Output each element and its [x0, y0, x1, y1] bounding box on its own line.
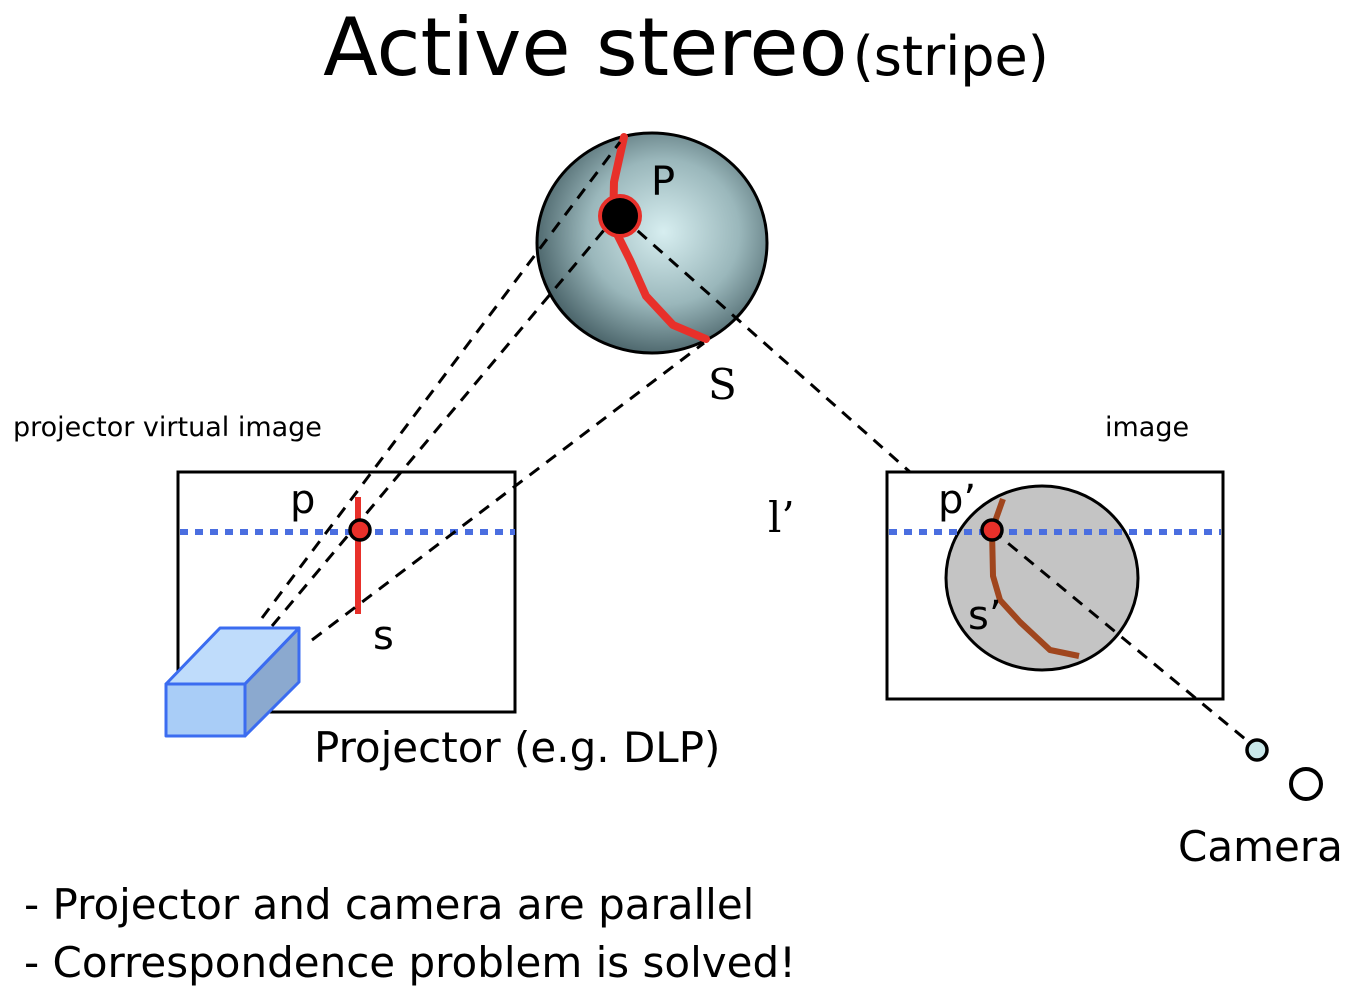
ray-camera-to-point — [621, 215, 911, 474]
title-main: Active stereo — [323, 1, 848, 94]
bullet-list: - Projector and camera are parallel - Co… — [24, 876, 796, 992]
projector-box — [164, 626, 301, 738]
label-camera: Camera — [1178, 822, 1343, 871]
ray-projector-bottom — [311, 341, 705, 642]
camera-lens — [1245, 738, 1269, 762]
bullet-item: - Correspondence problem is solved! — [24, 938, 796, 987]
bullet-item: - Projector and camera are parallel — [24, 880, 755, 929]
point-P-marker — [598, 194, 642, 238]
camera-center — [1289, 767, 1323, 801]
ray-projector-point — [270, 216, 617, 627]
label-s-prime: s’ — [968, 593, 1002, 639]
label-camera-image: image — [1105, 412, 1190, 443]
label-P: P — [651, 159, 676, 205]
label-epipolar-line: l’ — [768, 493, 795, 542]
ray-camera-in-image — [991, 528, 1257, 750]
ray-projector-top — [260, 141, 622, 619]
projector-image-frame — [176, 470, 517, 714]
label-projector: Projector (e.g. DLP) — [314, 723, 721, 772]
label-S: S — [708, 360, 737, 409]
label-p: p — [290, 477, 316, 523]
title-sub: (stripe) — [852, 25, 1049, 88]
label-p-prime: p’ — [938, 477, 977, 523]
point-p-prime-marker — [980, 518, 1004, 542]
label-s: s — [373, 613, 394, 659]
surface-stripe — [609, 133, 710, 343]
slide-title: Active stereo (stripe) — [0, 8, 1372, 88]
point-p-marker — [348, 518, 372, 542]
label-projector-virtual-image: projector virtual image — [13, 412, 322, 443]
object-sphere — [535, 131, 769, 355]
camera-image-frame — [885, 470, 1225, 701]
